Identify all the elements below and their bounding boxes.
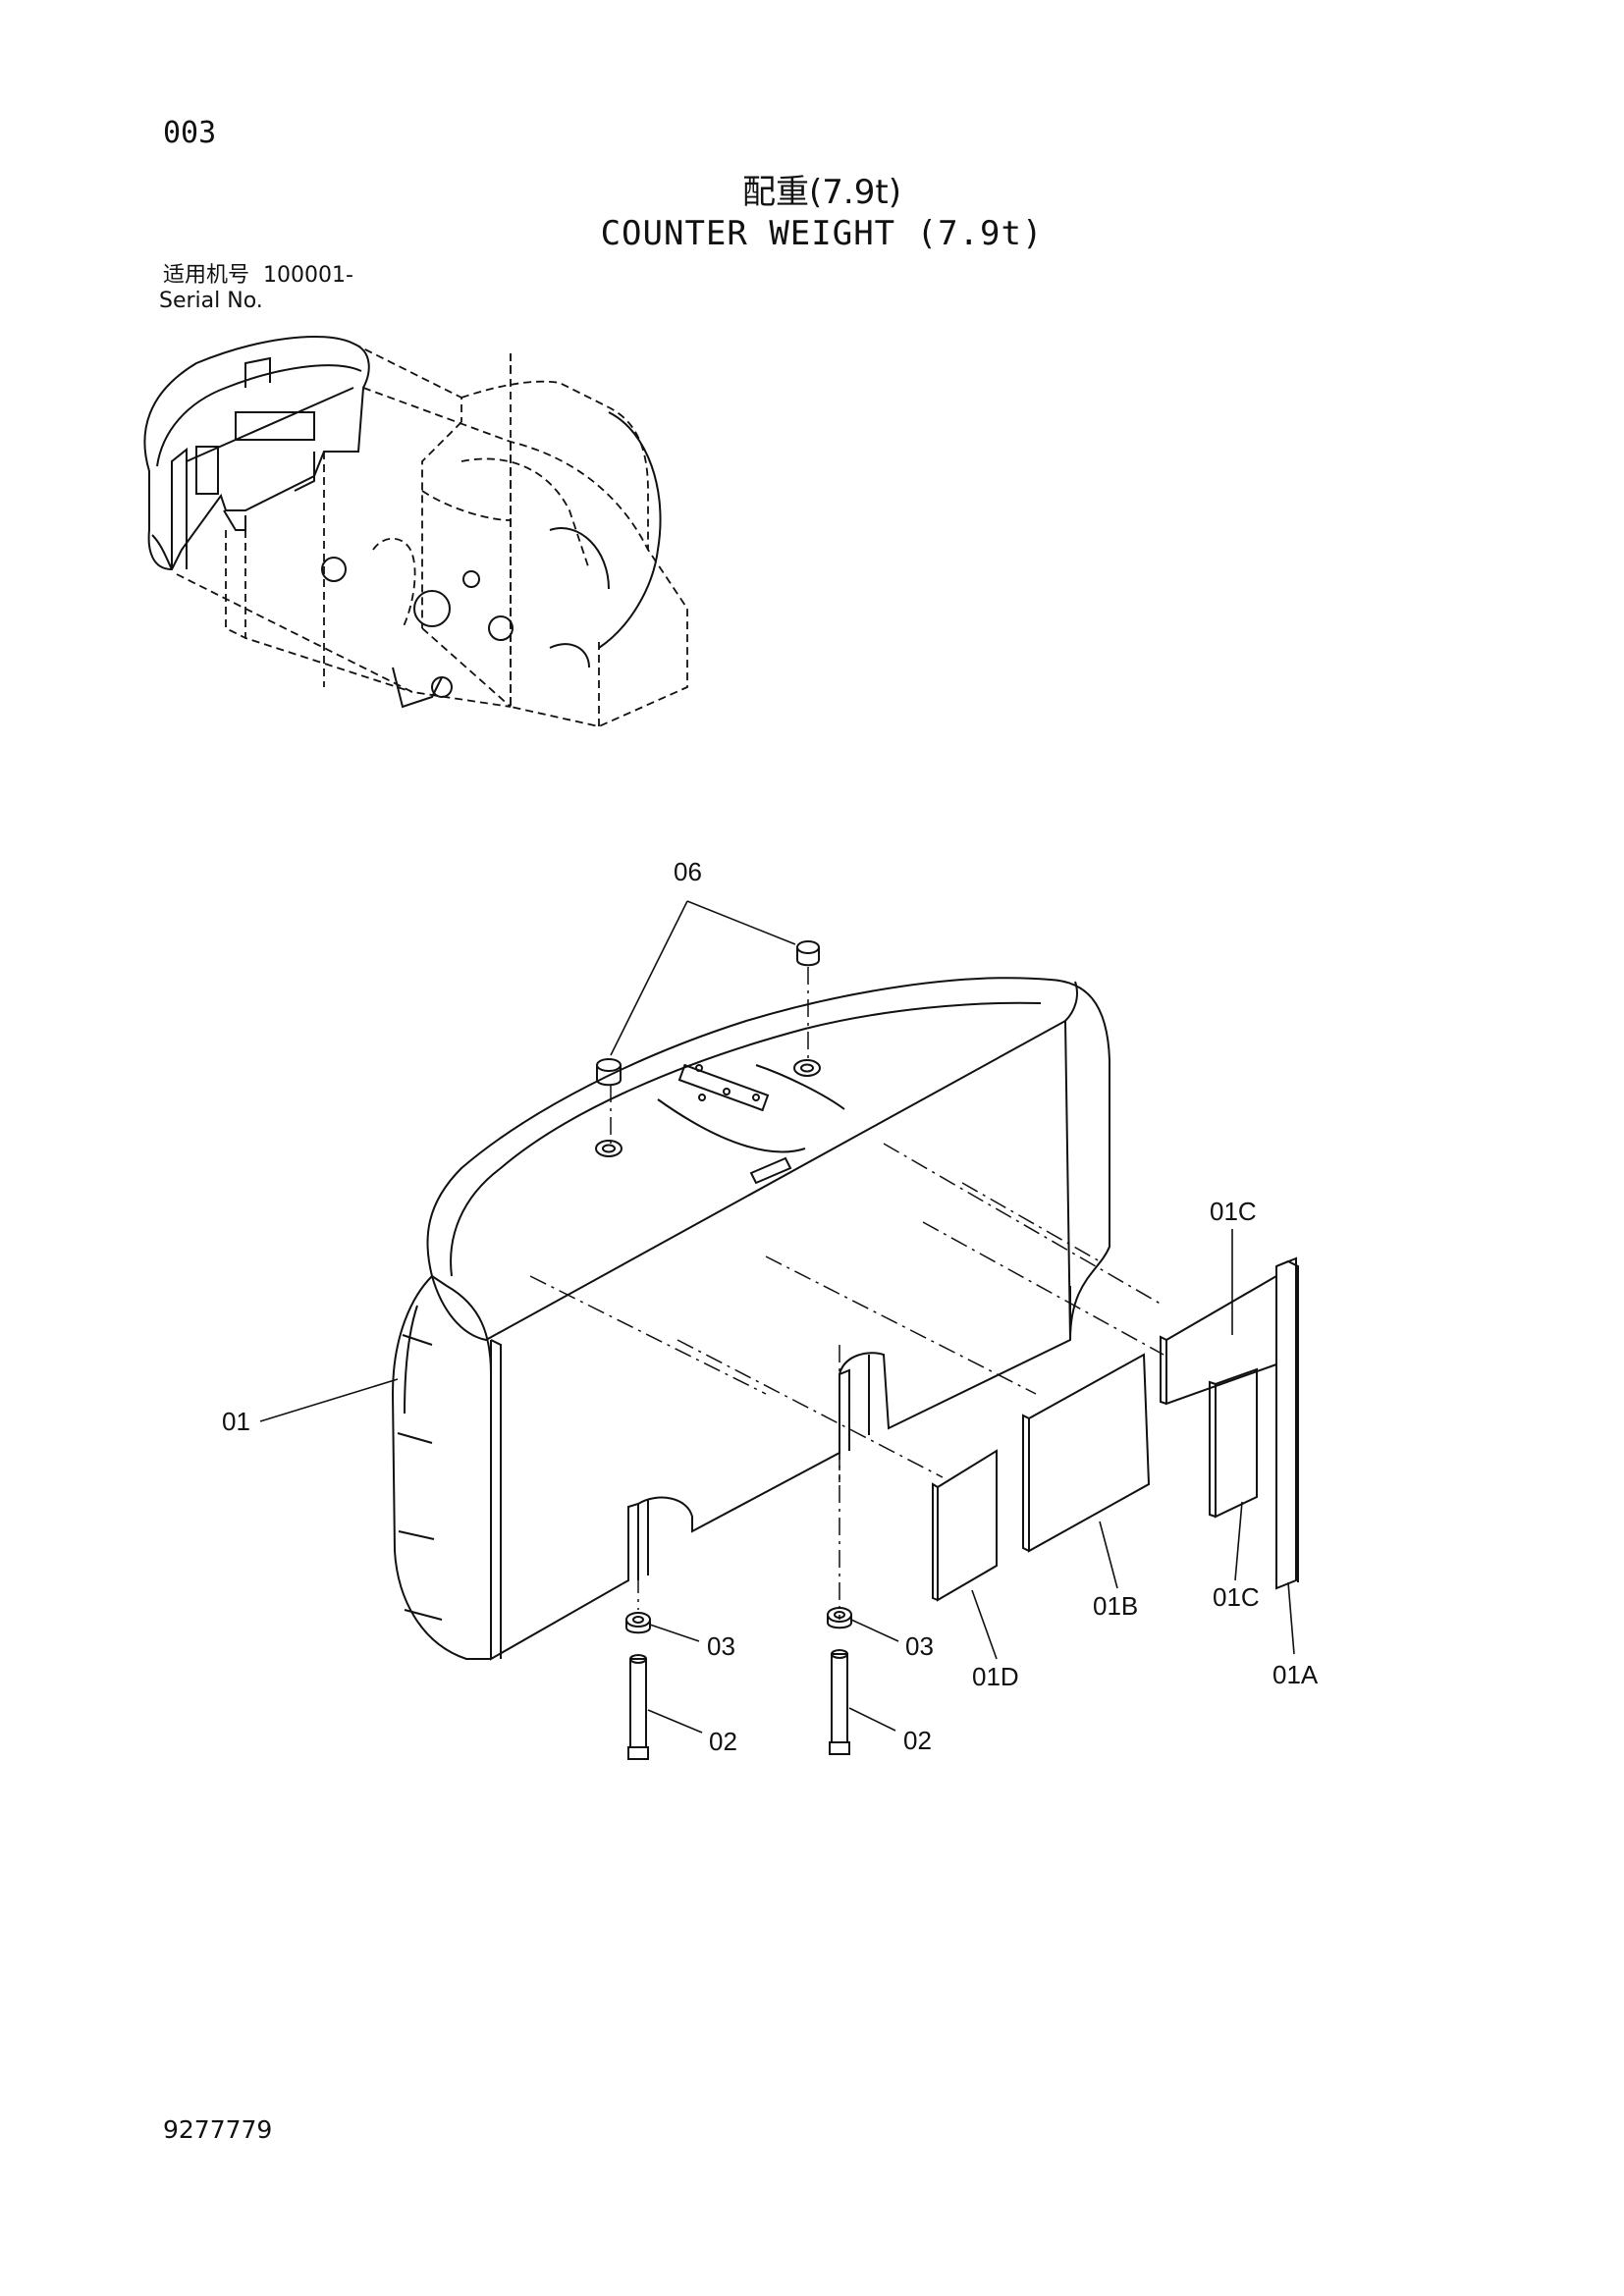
plate-01c [1165, 1274, 1277, 1406]
serial-cn-label: 适用机号 [163, 263, 250, 288]
callout-01: 01 [222, 1407, 250, 1436]
callout-01a: 01A [1272, 1660, 1319, 1689]
title-chinese: 配重(7.9t) [742, 173, 901, 212]
callout-01c-bottom: 01C [1213, 1582, 1260, 1612]
serial-range: 100001- [263, 263, 353, 288]
plate-01a [1275, 1256, 1297, 1590]
page-number: 003 [163, 116, 217, 150]
serial-en-label: Serial No. [159, 289, 263, 313]
callout-06: 06 [674, 857, 702, 886]
location-overview [143, 336, 688, 727]
serial-block: 适用机号 100001- Serial No. [159, 263, 353, 314]
callout-03-left: 03 [707, 1631, 735, 1661]
callout-01b: 01B [1093, 1591, 1138, 1621]
callout-03-right: 03 [905, 1631, 934, 1661]
counterweight-body [426, 977, 1110, 1342]
callout-02-right: 02 [903, 1726, 932, 1755]
plate-01b [1028, 1353, 1151, 1553]
counterweight-assembly [259, 900, 1299, 1760]
callout-01c-top: 01C [1210, 1197, 1257, 1226]
plate-01d [937, 1449, 998, 1602]
document-number: 9277779 [163, 2115, 273, 2144]
callout-02-left: 02 [709, 1727, 737, 1756]
title-english: COUNTER WEIGHT (7.9t) [600, 214, 1044, 253]
callout-01d: 01D [972, 1662, 1019, 1691]
